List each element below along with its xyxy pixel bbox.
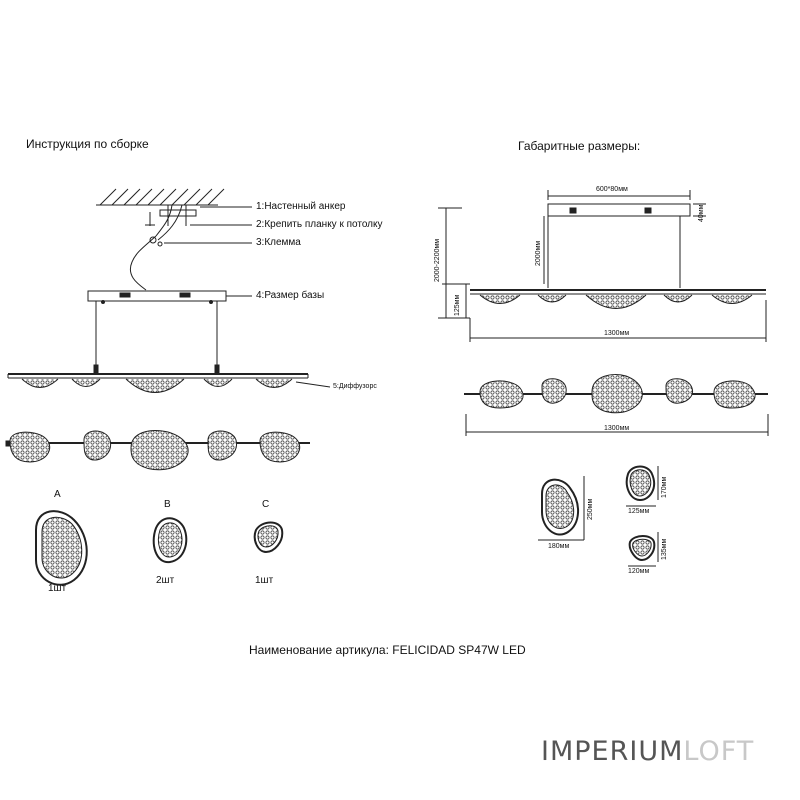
dim-drop: 125мм — [454, 294, 461, 316]
base-bar — [87, 290, 227, 302]
dim-base: 600*80мм — [596, 186, 628, 193]
brand-logo: IMPERIUMLOFT — [541, 736, 754, 767]
dim-cable: 2000мм — [535, 240, 542, 266]
callout-terminal: 3:Клемма — [256, 237, 301, 248]
dimension-drawing — [438, 190, 769, 567]
callout-base-size: 4:Размер базы — [256, 290, 325, 301]
side-view-left — [7, 373, 309, 393]
part-c-qty: 1шт — [255, 575, 274, 586]
article-name: Наименование артикула: FELICIDAD SP47W L… — [249, 643, 526, 657]
brand-part1: IMPERIUM — [541, 736, 684, 767]
dim-a-height: 250мм — [587, 498, 594, 520]
dim-total-height: 2000-2200мм — [434, 238, 441, 282]
part-b-qty: 2шт — [156, 575, 175, 586]
part-c-letter: C — [262, 499, 270, 510]
dim-base-height: 40мм — [698, 204, 705, 222]
diffuser-b — [152, 517, 188, 564]
dim-a-width: 180мм — [548, 543, 570, 550]
top-view-left — [5, 430, 310, 471]
assembly-title: Инструкция по сборке — [26, 137, 149, 151]
ceiling-hatch — [96, 188, 225, 206]
part-b-letter: B — [164, 499, 171, 510]
mounting-plate — [130, 204, 197, 291]
diffuser-a — [35, 510, 88, 586]
callout-wall-anchor: 1:Настенный анкер — [256, 201, 346, 212]
part-a-qty: 1шт — [48, 583, 67, 594]
brand-part2: LOFT — [683, 736, 755, 767]
dim-b-width: 125мм — [628, 508, 650, 515]
dim-length-top: 1300мм — [604, 425, 630, 432]
callout-leaders — [164, 206, 331, 388]
dim-c-width: 120мм — [628, 568, 650, 575]
callout-mount-plate: 2:Крепить планку к потолку — [256, 219, 383, 230]
dim-length-side: 1300мм — [604, 330, 630, 337]
diffuser-c — [253, 521, 284, 554]
part-a-letter: A — [54, 489, 61, 500]
callout-diffuser: 5:Диффузорс — [333, 383, 377, 390]
dimensions-title: Габаритные размеры: — [518, 139, 641, 153]
dim-c-height: 135мм — [661, 538, 668, 560]
dim-b-height: 170мм — [661, 476, 668, 498]
